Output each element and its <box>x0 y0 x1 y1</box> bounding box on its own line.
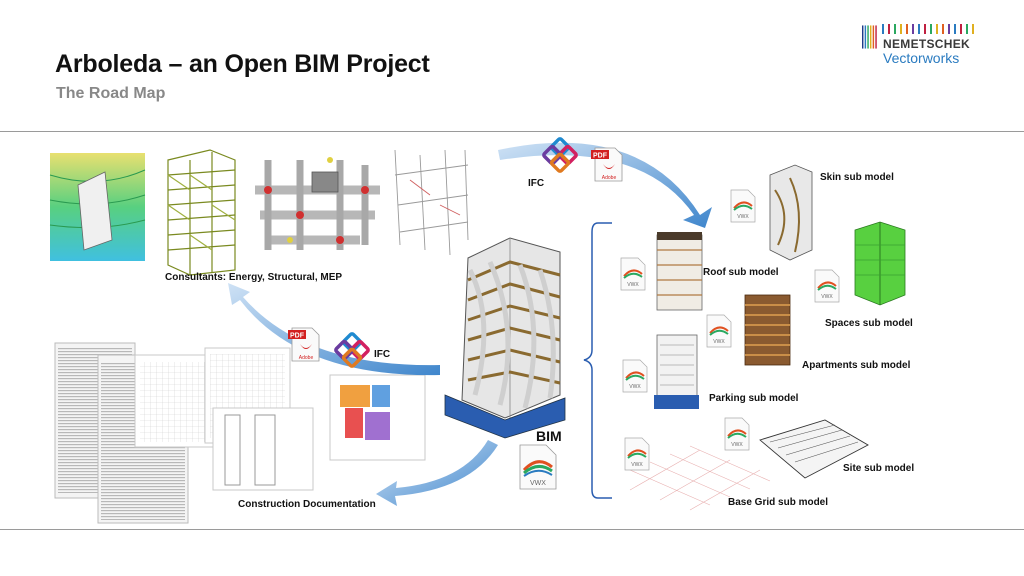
parking-submodel-image <box>654 334 699 409</box>
mep-ductwork-image <box>255 157 380 250</box>
pdf-left-icon: PDF Adobe <box>288 327 320 362</box>
label-roof-sub-model: Roof sub model <box>703 267 779 278</box>
svg-text:Adobe: Adobe <box>299 355 314 361</box>
base-grid-submodel-image <box>629 445 771 511</box>
vwx-file-icon: VWX <box>814 269 840 303</box>
nemetschek-vectorworks-logo: NEMETSCHEK Vectorworks <box>862 22 982 70</box>
ifc-logo-top-icon <box>542 137 578 173</box>
construction-documents-image <box>54 342 426 524</box>
bim-building-model <box>444 237 566 439</box>
arrow-bim-to-submodels <box>498 142 712 228</box>
vwx-file-icon: VWX <box>624 437 650 471</box>
logo-nemetschek-text: NEMETSCHEK <box>883 37 971 51</box>
vwx-file-icon: VWX <box>620 257 646 291</box>
vwx-file-icon: VWX <box>706 314 732 348</box>
label-ifc-top: IFC <box>528 178 545 189</box>
submodels-bracket <box>583 222 612 499</box>
plumbing-model-image <box>394 149 469 256</box>
pdf-top-icon: PDF Adobe <box>591 147 623 182</box>
vwx-file-icon: VWX <box>724 417 750 451</box>
arrow-bim-to-consultants <box>228 283 440 376</box>
label-bim: BIM <box>536 428 562 444</box>
svg-text:VWX: VWX <box>821 294 833 300</box>
label-parking-sub-model: Parking sub model <box>709 393 799 404</box>
label-base-grid-sub-model: Base Grid sub model <box>728 497 829 508</box>
label-apartments-sub-model: Apartments sub model <box>802 360 911 371</box>
logo-bars-icon <box>862 25 877 49</box>
label-site-sub-model: Site sub model <box>843 463 915 474</box>
structural-model-image <box>167 149 236 276</box>
slide-subtitle: The Road Map <box>56 85 166 102</box>
ifc-logo-left-icon <box>334 332 370 368</box>
energy-analysis-image <box>49 153 146 261</box>
svg-text:VWX: VWX <box>713 339 725 345</box>
logo-vectorworks-text: Vectorworks <box>883 50 960 66</box>
apartments-submodel-image <box>744 294 791 366</box>
svg-text:PDF: PDF <box>290 333 305 340</box>
svg-text:PDF: PDF <box>593 153 608 160</box>
logo-color-ticks-icon <box>882 24 974 34</box>
svg-text:VWX: VWX <box>631 462 643 468</box>
svg-text:VWX: VWX <box>530 480 546 487</box>
vwx-file-icon: VWX <box>622 359 648 393</box>
label-ifc-left: IFC <box>374 349 391 360</box>
arrow-bim-to-documentation <box>376 440 498 506</box>
label-consultants: Consultants: Energy, Structural, MEP <box>165 272 343 283</box>
svg-text:VWX: VWX <box>737 214 749 220</box>
top-divider <box>0 131 1024 132</box>
bottom-divider <box>0 529 1024 530</box>
vwx-file-icon: VWX <box>730 189 756 223</box>
svg-text:Adobe: Adobe <box>602 175 617 181</box>
roof-submodel-image <box>656 232 703 311</box>
site-submodel-image <box>759 419 869 479</box>
svg-text:VWX: VWX <box>731 442 743 448</box>
label-spaces-sub-model: Spaces sub model <box>825 318 913 329</box>
svg-text:VWX: VWX <box>627 282 639 288</box>
skin-submodel-image <box>769 164 813 261</box>
vwx-file-bim-icon: VWX <box>519 444 557 490</box>
label-skin-sub-model: Skin sub model <box>820 172 894 183</box>
spaces-submodel-image <box>854 221 906 306</box>
svg-text:VWX: VWX <box>629 384 641 390</box>
label-construction-documentation: Construction Documentation <box>238 499 376 510</box>
slide-title: Arboleda – an Open BIM Project <box>55 50 430 78</box>
